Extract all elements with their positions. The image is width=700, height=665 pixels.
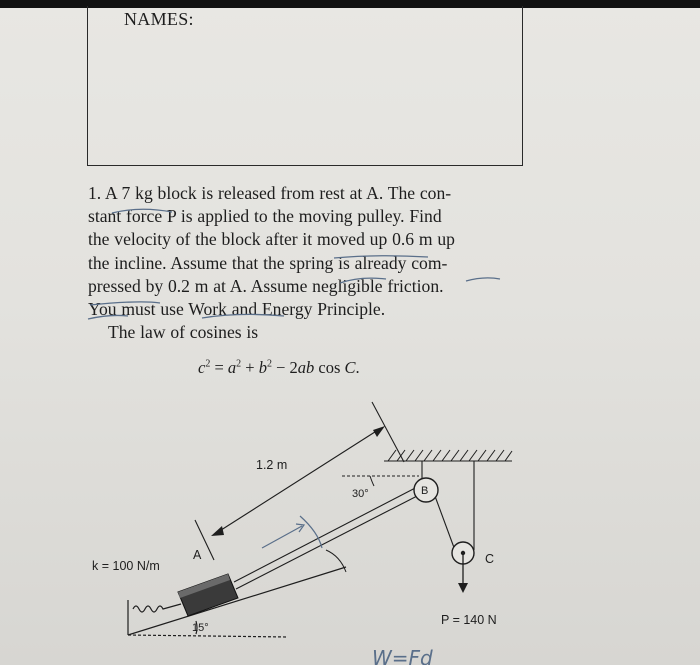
hatch [441, 449, 451, 462]
problem-line-1: 1. A 7 kg block is released from rest at… [88, 183, 452, 203]
label-incline-angle: 15° [192, 622, 209, 634]
problem-line-7: The law of cosines is [108, 322, 259, 343]
formula-exp-b: 2 [266, 358, 272, 370]
hatch [405, 449, 415, 462]
pen-marks-diagram [261, 515, 347, 573]
problem-line-4: the incline. Assume that the spring is a… [88, 252, 448, 273]
hatch [504, 450, 513, 462]
pen-underline-moved-up [333, 255, 429, 259]
hatch [432, 449, 442, 462]
label-point-a: A [193, 548, 202, 562]
spring [132, 603, 182, 613]
pen-arrow-shaft [261, 525, 303, 549]
formula-exp-a: 2 [236, 358, 242, 370]
pen-underline-pressed [89, 301, 161, 306]
pen-tick-2 [325, 549, 347, 573]
pen-underline-you [87, 314, 129, 320]
formula-cos: cos [314, 358, 345, 377]
pen-underline-spring [339, 277, 387, 284]
formula-ab: ab [297, 358, 315, 377]
hatch [486, 449, 496, 462]
incline-surface [127, 566, 347, 636]
rope-to-c-left [431, 487, 457, 554]
angle-arc-top [369, 475, 375, 487]
pen-underlines [87, 208, 501, 320]
names-box: NAMES: [87, 6, 523, 166]
force-p-arrowhead [458, 583, 468, 593]
top-dark-band [0, 0, 700, 8]
formula-plus: + [241, 358, 259, 377]
label-point-c: C [485, 552, 494, 566]
formula-C: C [344, 358, 356, 377]
pulley-c [451, 541, 475, 593]
block-body [177, 573, 239, 617]
block-top-shade [178, 574, 230, 598]
problem-line-5: pressed by 0.2 m at A. Assume negligible… [88, 275, 444, 296]
problem-line-2: stant force P is applied to the moving p… [88, 206, 442, 227]
pen-underline-com [465, 277, 501, 282]
names-label: NAMES: [124, 9, 194, 29]
label-force-p: P = 140 N [441, 613, 497, 627]
label-length: 1.2 m [256, 458, 287, 472]
formula-period: . [355, 358, 360, 377]
dimension-extension-top [371, 401, 405, 463]
formula-a: a [227, 358, 237, 377]
dimension-1-2m [194, 401, 405, 561]
hatch [459, 449, 469, 462]
dimension-arrow-start [211, 526, 224, 536]
pulley-b [413, 477, 439, 503]
hatch [423, 449, 433, 462]
pulley-c-axle [460, 550, 466, 556]
formula-b: b [258, 358, 267, 377]
formula-minus: − 2 [271, 358, 298, 377]
pen-underline-force [111, 208, 173, 214]
pen-tick-1 [299, 515, 323, 549]
incline-angle-arc [195, 620, 198, 635]
rope [233, 461, 475, 590]
label-spring-constant: k = 100 N/m [92, 559, 160, 573]
hatch [450, 449, 460, 462]
formula-exp-c: 2 [205, 358, 211, 370]
pen-underline-work [201, 313, 285, 319]
handwritten-note: W=Fd [372, 646, 433, 665]
block [177, 573, 239, 617]
hatch [387, 449, 397, 462]
dimension-line [217, 429, 379, 533]
hatch [477, 449, 487, 462]
rope-upper [233, 484, 422, 583]
problem-statement: 1. A 7 kg block is released from rest at… [88, 182, 520, 344]
formula-eq: = [210, 358, 228, 377]
incline [127, 566, 347, 638]
label-pulley-b: B [421, 485, 428, 497]
problem-line-6: You must use Work and Energy Principle. [88, 299, 386, 320]
law-of-cosines-formula: c2 = a2 + b2 − 2ab cos C. [198, 358, 360, 378]
dimension-extension-bottom [194, 519, 215, 561]
rope-lower [235, 493, 422, 590]
dimension-arrow-end [373, 426, 385, 437]
problem-line-3: the velocity of the block after it moved… [88, 229, 455, 250]
label-angle-top: 30° [352, 488, 369, 500]
pen-arrow-head [295, 523, 306, 533]
hatch [495, 449, 505, 462]
ceiling-support [384, 449, 513, 462]
horizontal-reference [127, 634, 289, 638]
formula-c: c [198, 358, 206, 377]
hatch [468, 449, 478, 462]
hatch [414, 449, 424, 462]
